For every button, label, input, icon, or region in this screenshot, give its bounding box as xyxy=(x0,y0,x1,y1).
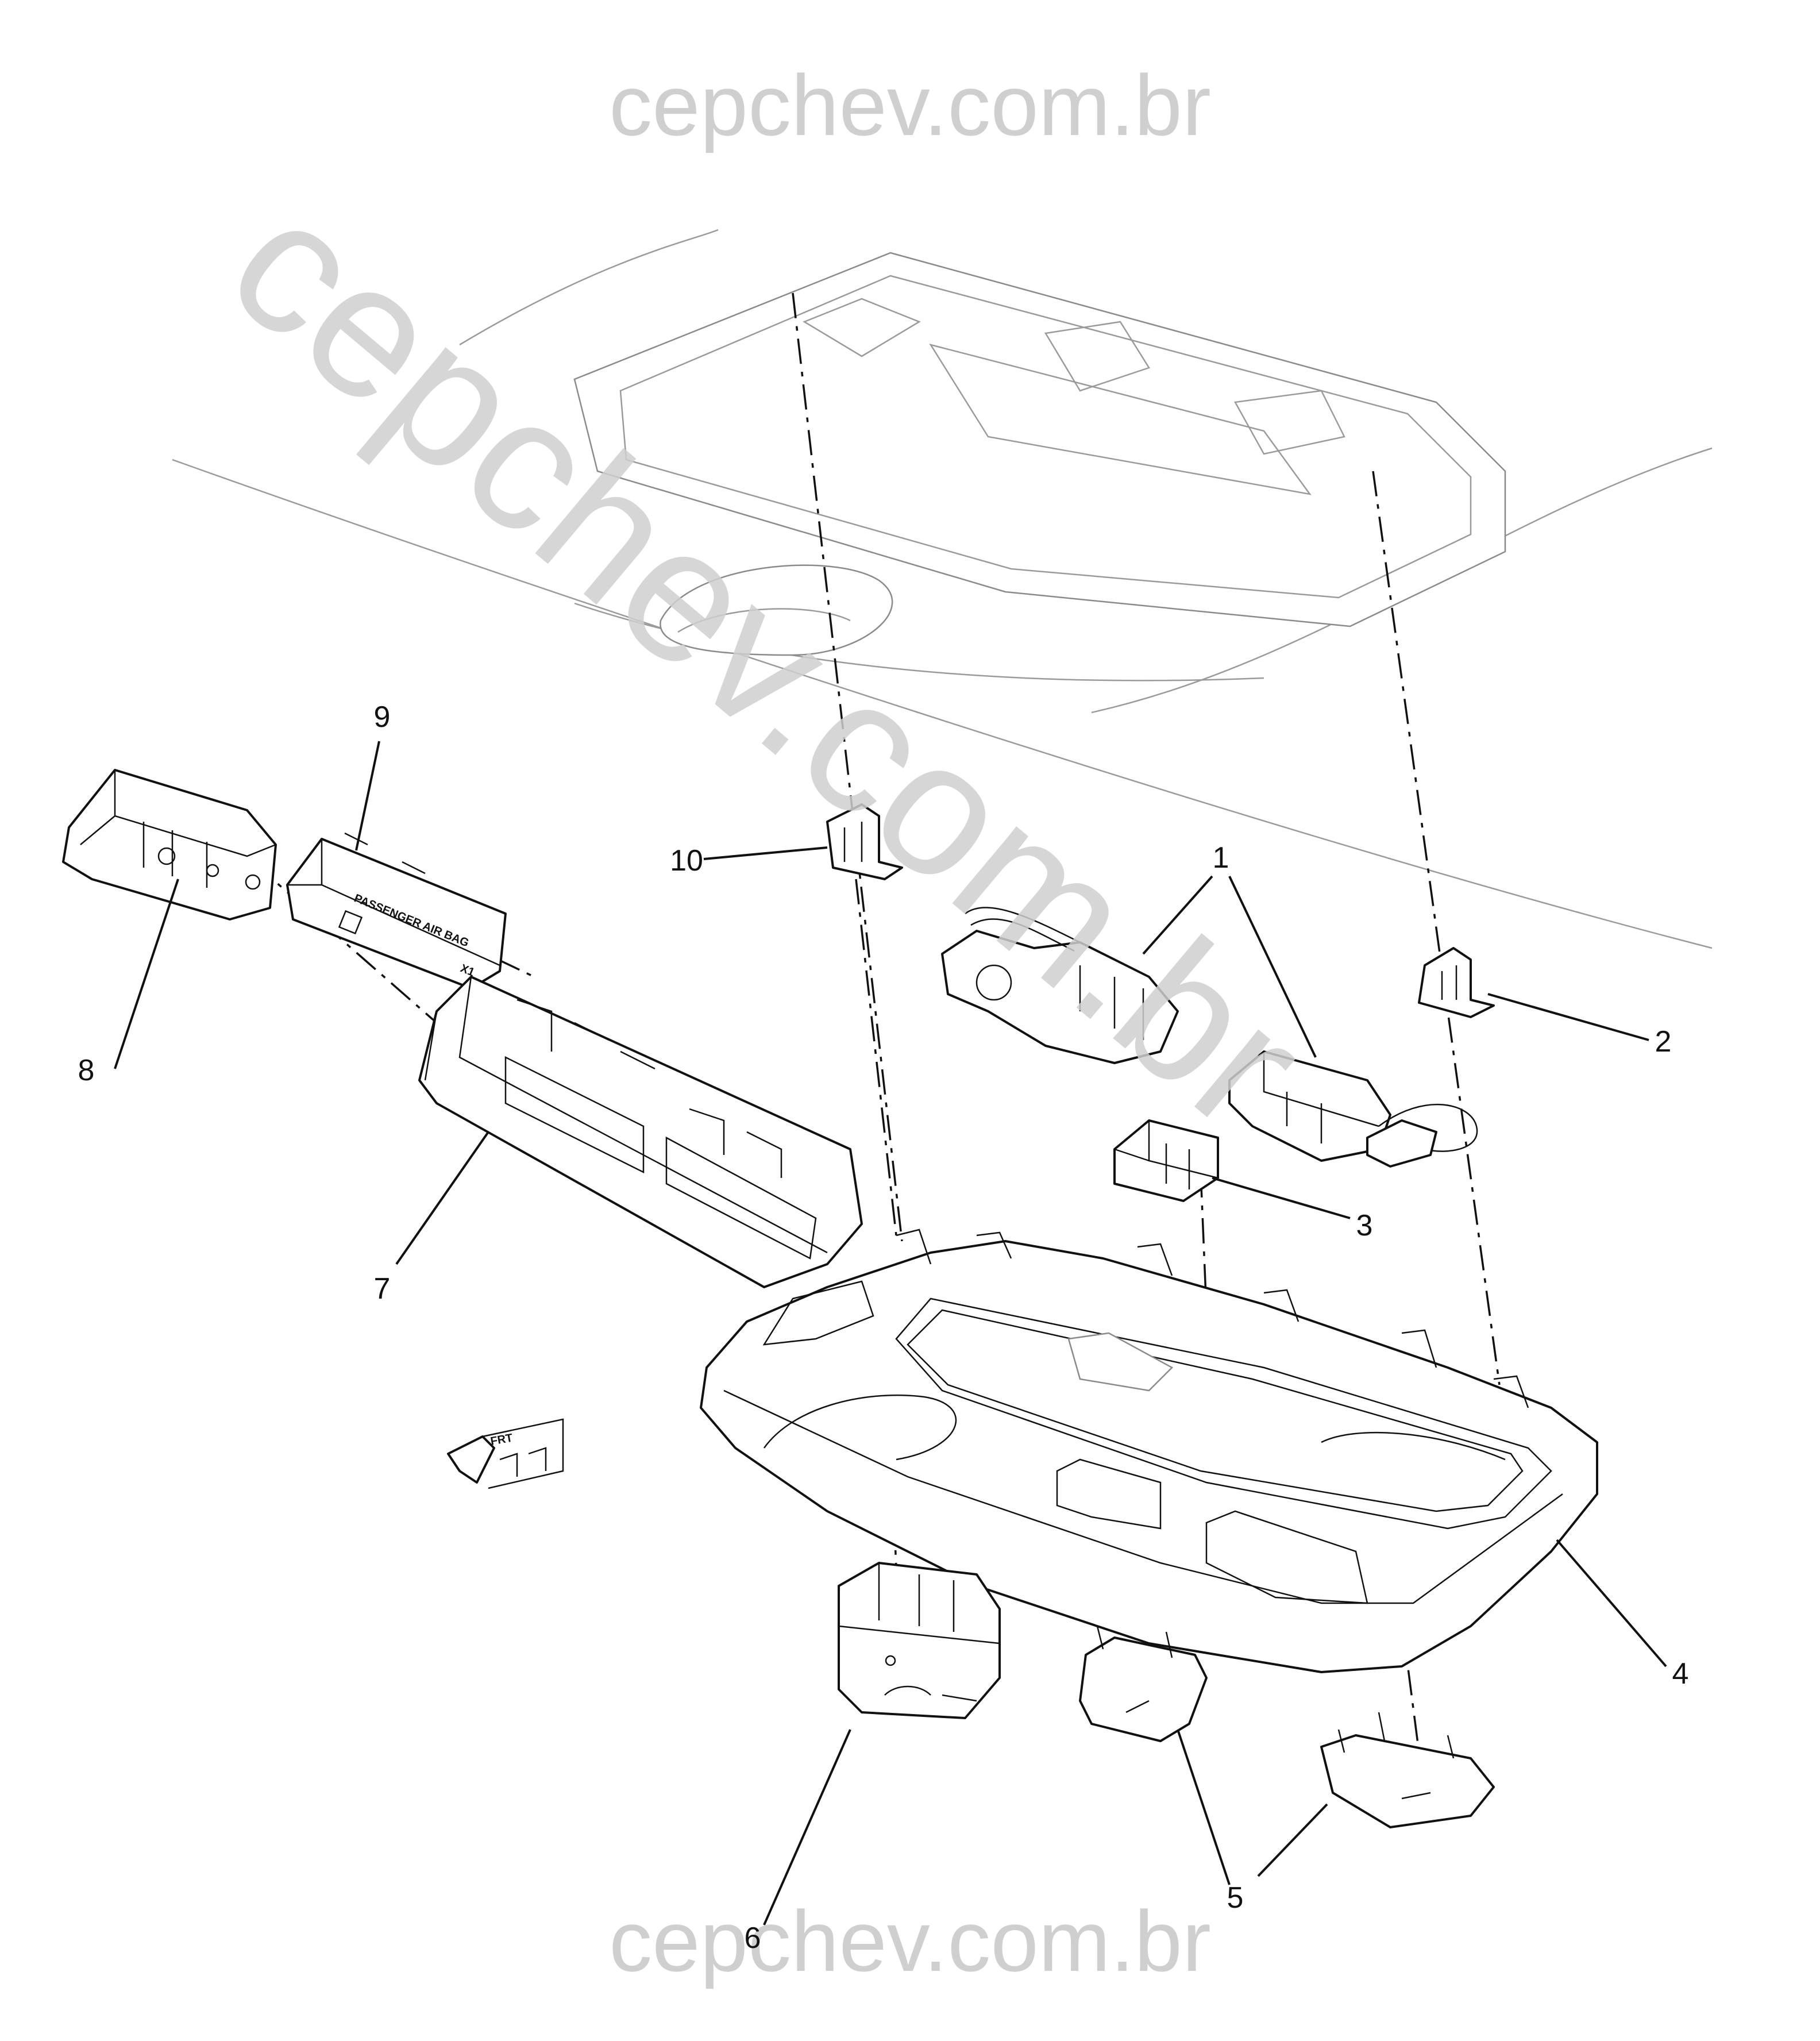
callout-4: 4 xyxy=(1672,1657,1689,1690)
part-8-switch-housing xyxy=(62,769,277,921)
part-4-overhead-console xyxy=(700,1229,1598,1673)
callout-7: 7 xyxy=(374,1272,391,1306)
watermark-top: cepchev.com.br xyxy=(609,57,1211,153)
callout-3: 3 xyxy=(1356,1209,1373,1242)
part-6-switch-button xyxy=(838,1562,1001,1719)
callouts: 9 8 7 10 1 2 3 4 5 6 xyxy=(78,700,1689,1955)
callout-5: 5 xyxy=(1227,1881,1244,1915)
roof-headliner-ghost xyxy=(172,229,1713,949)
part-3-switch-module xyxy=(1113,1119,1219,1202)
callout-1: 1 xyxy=(1213,841,1229,875)
frt-direction-indicator: FRT xyxy=(447,1418,564,1489)
callout-9: 9 xyxy=(374,700,391,734)
watermark-bottom: cepchev.com.br xyxy=(609,1893,1211,1989)
leader-lines xyxy=(114,741,1667,1926)
part-7-console-bracket xyxy=(418,976,863,1288)
callout-8: 8 xyxy=(78,1054,95,1087)
part-1-lamp-socket-upper xyxy=(941,907,1179,1064)
part-5-lamp-lens-right xyxy=(1320,1712,1495,1828)
part-10-clip xyxy=(826,803,903,880)
part-2-clip xyxy=(1418,947,1495,1018)
part-9-airbag-indicator: PASSENGER AIR BAG X1 xyxy=(286,832,507,989)
callout-6: 6 xyxy=(745,1921,761,1955)
callout-10: 10 xyxy=(670,844,703,877)
callout-2: 2 xyxy=(1655,1025,1672,1058)
part-1-lamp-socket-lower xyxy=(1228,1050,1478,1168)
part-5-lamp-lens-left xyxy=(1079,1626,1208,1742)
